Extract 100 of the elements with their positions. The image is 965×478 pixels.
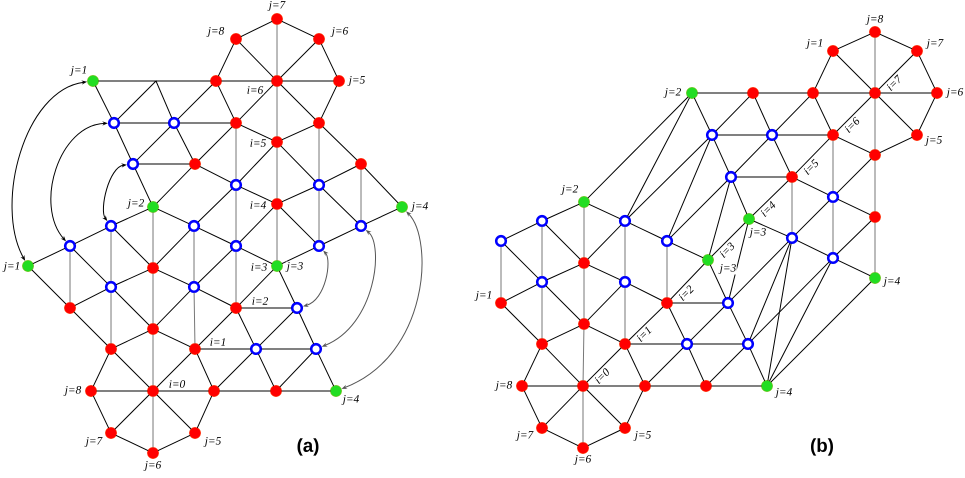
index-label: j=3 — [286, 262, 304, 272]
mesh-line — [200, 348, 250, 350]
vertex-ring — [250, 342, 262, 356]
vertex-dot — [619, 422, 631, 434]
vertex-dot — [578, 196, 590, 208]
vertex-dot — [22, 260, 34, 272]
vertex-dot — [516, 380, 528, 392]
mesh-line — [506, 223, 538, 239]
vertex-dot — [807, 87, 819, 99]
mesh-line — [299, 313, 314, 344]
vertex-dot — [333, 75, 345, 87]
mesh-line — [836, 158, 872, 194]
index-label: j=7 — [268, 0, 286, 12]
mesh-line — [815, 98, 831, 130]
mesh-line — [874, 222, 876, 273]
mesh-line — [240, 124, 272, 140]
mesh-line — [218, 44, 234, 76]
mesh-line — [547, 264, 580, 280]
index-label: j=3 — [718, 264, 737, 274]
vertex-dot — [639, 380, 651, 392]
index-label: j=8 — [494, 380, 513, 392]
mesh-line — [672, 243, 704, 258]
vertex-dot — [536, 422, 548, 434]
mesh-line — [276, 147, 278, 199]
vertex-dot — [495, 297, 507, 309]
vertex-dot — [786, 171, 798, 183]
index-label: i=1 — [634, 324, 654, 344]
index-label: j=1 — [2, 262, 21, 272]
mesh-line — [280, 208, 316, 242]
mesh-line — [669, 308, 685, 340]
vertex-dot — [271, 198, 283, 210]
vertex-dot — [313, 117, 325, 129]
vertex-dot — [869, 272, 881, 284]
mesh-line — [796, 138, 830, 174]
mesh-line — [219, 390, 271, 392]
vertex-ring — [230, 240, 242, 252]
vertex-dot — [147, 262, 159, 274]
mesh-line — [754, 98, 770, 130]
vertex-dot — [578, 318, 590, 330]
mesh-line — [624, 288, 626, 339]
mesh-line — [732, 242, 788, 300]
mesh-line — [152, 212, 154, 263]
index-label: j=7 — [516, 430, 534, 442]
mesh-line — [366, 208, 398, 224]
mesh-line — [524, 348, 540, 382]
index-label: j=5 — [348, 76, 366, 86]
vertex-ring — [310, 342, 322, 356]
mesh-line — [752, 180, 788, 216]
mesh-line — [276, 209, 278, 261]
mesh-line — [136, 126, 170, 160]
mesh-line — [838, 260, 870, 276]
mesh-line — [221, 80, 272, 82]
mesh-line — [180, 122, 231, 124]
mesh-line — [714, 140, 729, 172]
mesh-line — [815, 56, 831, 88]
mesh-line — [796, 240, 828, 256]
mesh-line — [240, 146, 274, 182]
index-label: j=6 — [330, 26, 349, 38]
vertex-ring — [168, 116, 180, 130]
index-label: j=8 — [866, 14, 884, 26]
index-label: j=2 — [560, 184, 579, 196]
vertex-dot — [189, 158, 201, 170]
mesh-line — [769, 262, 831, 382]
vertex-dot — [911, 45, 923, 57]
mesh-line — [318, 354, 334, 386]
mesh-line — [240, 270, 274, 304]
vertex-dot — [330, 385, 342, 397]
index-label: i=0 — [592, 366, 612, 386]
mesh-line — [152, 396, 154, 448]
mesh-line — [500, 246, 502, 298]
mesh-line — [506, 284, 538, 301]
mesh-line — [736, 176, 787, 178]
mesh-line — [152, 273, 154, 324]
vertex-ring — [724, 170, 738, 184]
mesh-line — [110, 232, 112, 282]
mesh-line — [546, 286, 580, 320]
vertex-dot — [85, 385, 97, 397]
mesh-line — [95, 86, 112, 118]
mesh-line — [198, 250, 232, 284]
vertex-dot — [827, 45, 839, 57]
mesh-line — [260, 312, 294, 346]
mesh-line — [276, 24, 278, 76]
mesh-line — [878, 54, 914, 90]
vertex-dot — [577, 442, 589, 454]
vertex-dot — [147, 385, 159, 397]
index-label: i=2 — [676, 284, 696, 302]
mesh-line — [96, 390, 148, 392]
vertex-dot — [271, 13, 283, 25]
vertex-dot — [577, 380, 589, 392]
mesh-line — [546, 390, 580, 424]
mesh-line — [628, 306, 664, 340]
vertex-dot — [147, 201, 159, 213]
vertex-dot — [147, 323, 159, 335]
mesh-line — [196, 354, 212, 386]
mesh-line — [280, 146, 316, 182]
vertex-dot — [210, 75, 222, 87]
mesh-line — [709, 182, 730, 255]
vertex-dot — [230, 33, 242, 45]
mesh-line — [282, 187, 314, 202]
mesh-line — [690, 306, 724, 340]
